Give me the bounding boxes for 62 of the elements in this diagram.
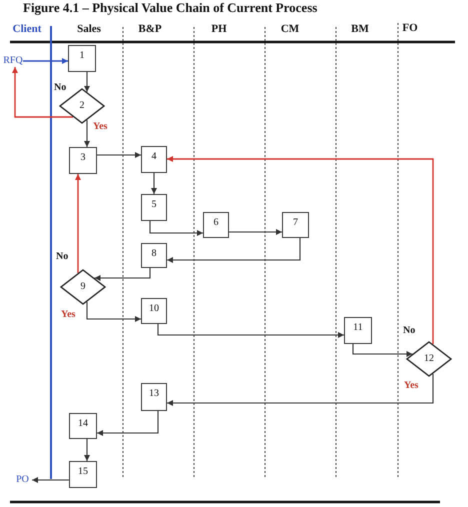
process-box [68,45,96,72]
flow-arrow [84,72,90,92]
process-box [282,212,309,238]
edge-label: Yes [61,309,76,320]
flow-arrow [94,268,151,281]
flow-arrow [352,344,412,357]
flow-arrow [97,411,159,436]
step-number: 2 [80,101,84,111]
step-number: 12 [424,354,434,364]
flow-arrow [12,67,74,118]
step-number: 11 [353,323,363,333]
edge-label: Yes [93,121,108,132]
flow-arrow [84,439,90,461]
lane-header: Sales [77,23,101,35]
edge-label: No [56,251,68,262]
flow-arrow [32,477,69,483]
step-number: 5 [152,200,156,210]
process-box [141,298,167,324]
process-box [69,461,97,488]
flow-arrow [157,324,344,338]
step-number: 7 [293,218,298,228]
lane-header: Client [12,23,42,35]
process-box [141,383,167,411]
flow-arrow [167,238,301,263]
lane-header: PH [211,23,227,35]
lane-header: FO [402,22,418,34]
process-box [344,317,372,344]
flow-arrow [167,156,434,344]
edge-label: No [54,82,66,93]
flow-arrow [149,221,203,236]
flow-arrow [86,302,141,322]
process-box [69,413,97,439]
flow-arrow [23,58,68,64]
edge-label: Yes [404,380,418,391]
flow-arrow [97,152,141,158]
step-number: 6 [214,218,218,228]
flow-arrow [151,173,157,194]
step-number: 4 [152,152,156,162]
step-number: 13 [149,389,159,399]
flow-end-label: PO [16,475,29,485]
step-number: 9 [80,282,86,292]
lane-header: B&P [138,23,162,35]
process-box [203,212,229,238]
lane-header: BM [351,23,369,35]
lane-header: CM [280,23,300,35]
flow-end-label: RFQ [3,56,23,66]
process-box [141,243,167,268]
step-number: 15 [78,467,88,477]
edge-label: No [403,325,416,336]
step-number: 10 [149,304,159,314]
figure-title: Figure 4.1 – Physical Value Chain of Current Process [23,0,318,15]
step-number: 1 [80,51,84,61]
flow-arrow [167,374,434,406]
step-number: 14 [78,419,88,429]
process-box [141,194,167,221]
process-box [141,146,167,173]
step-number: 3 [80,153,86,163]
flow-arrow [229,229,282,235]
flow-arrow [84,120,90,147]
flow-arrow [75,174,81,273]
process-box [69,147,97,174]
step-number: 8 [152,249,156,259]
